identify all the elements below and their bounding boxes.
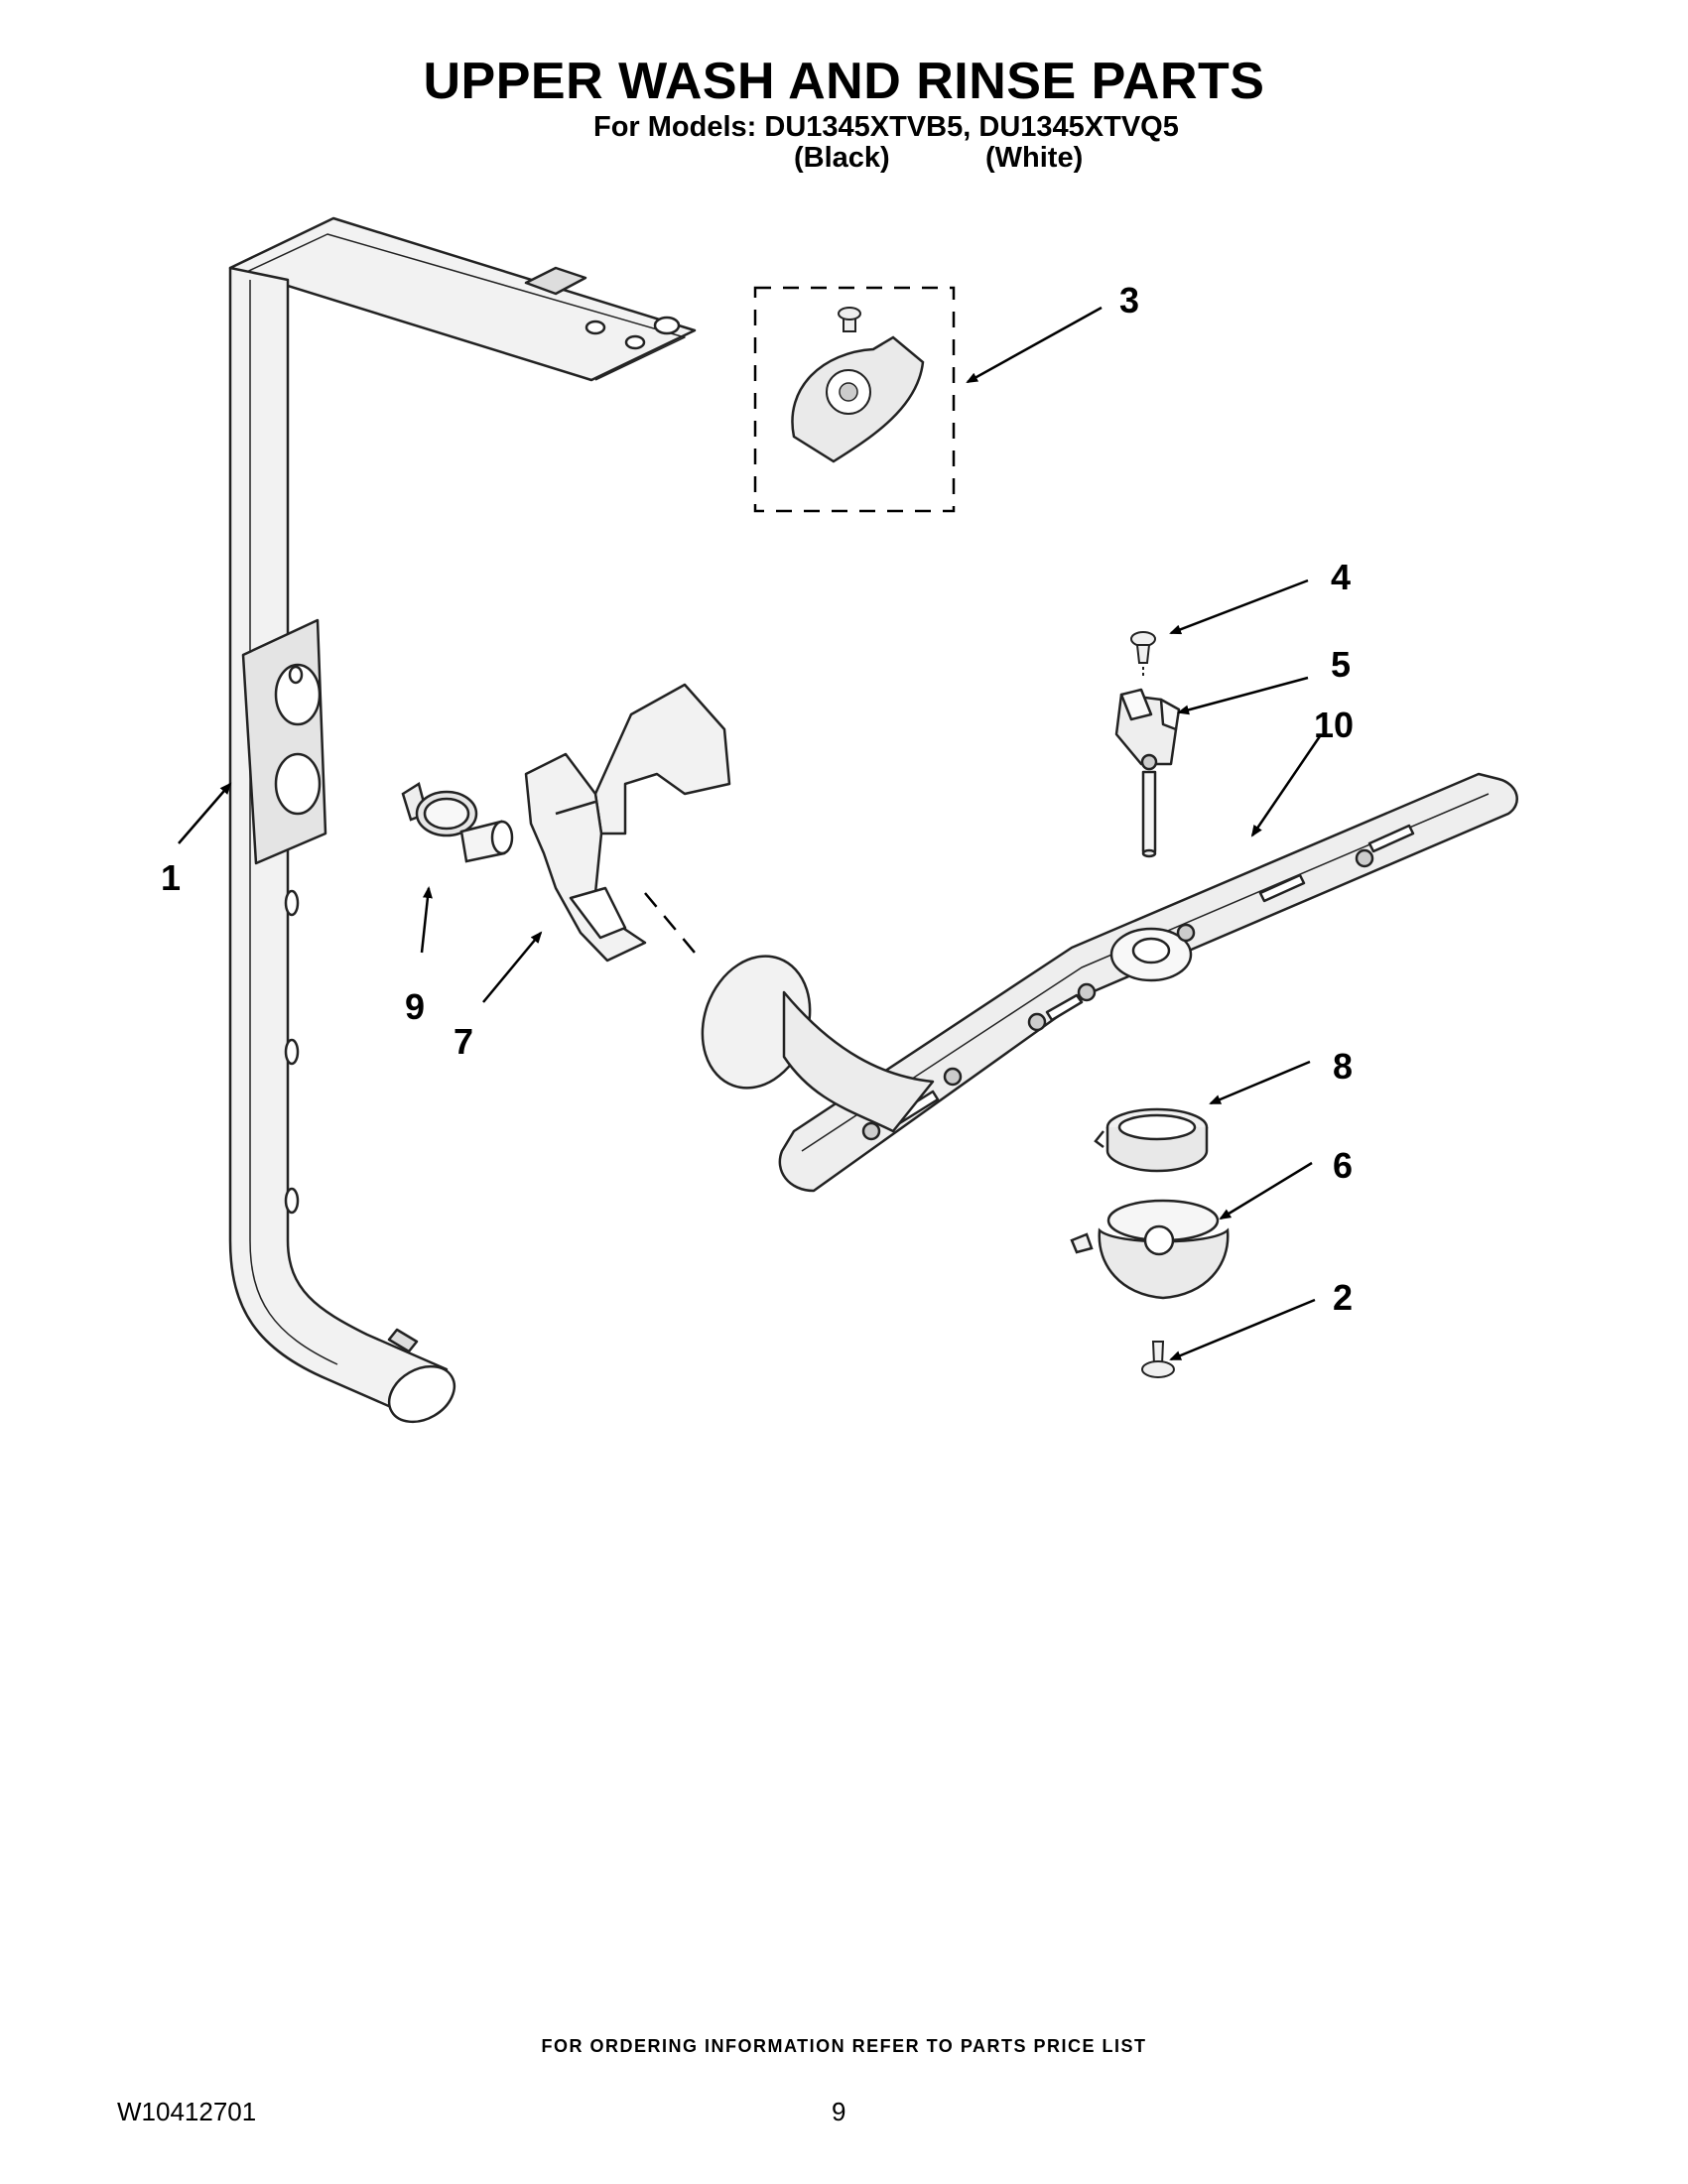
screw-part-bottom <box>1141 1341 1175 1378</box>
manifold-bracket-part <box>524 683 731 963</box>
spray-arm-manifold-part <box>1070 1199 1230 1300</box>
bearing-ring-part <box>1094 1107 1209 1173</box>
assembly-line <box>644 892 696 954</box>
callout-6: 6 <box>1333 1145 1353 1186</box>
callout-4: 4 <box>1331 557 1351 597</box>
arrow-10 <box>1250 735 1322 837</box>
arrow-1 <box>178 782 232 844</box>
ordering-note: FOR ORDERING INFORMATION REFER TO PARTS … <box>541 2036 1147 2056</box>
spray-arm-clip-part <box>1114 688 1181 858</box>
callout-3: 3 <box>1119 280 1139 321</box>
arrow-3 <box>966 306 1103 384</box>
arrow-8 <box>1209 1060 1311 1105</box>
callout-8: 8 <box>1333 1046 1353 1087</box>
arrow-4 <box>1169 578 1309 635</box>
arrow-9 <box>420 886 433 954</box>
callout-1: 1 <box>161 857 181 898</box>
document-number: W10412701 <box>117 2097 257 2126</box>
color-label-white: (White) <box>985 142 1084 174</box>
connector-valve-part <box>401 782 514 863</box>
page-title: UPPER WASH AND RINSE PARTS <box>423 53 1265 110</box>
callout-arrows <box>178 306 1322 1361</box>
screw-part-top <box>1130 631 1156 677</box>
models-line: For Models: DU1345XTVB5, DU1345XTVQ5 <box>593 111 1179 143</box>
wash-tube-part <box>701 955 935 1133</box>
arrow-7 <box>482 931 543 1003</box>
callout-2: 2 <box>1333 1277 1353 1318</box>
page-number: 9 <box>832 2097 846 2126</box>
arrow-5 <box>1177 676 1309 715</box>
callout-7: 7 <box>454 1021 473 1062</box>
arrow-2 <box>1169 1298 1316 1361</box>
spray-arm-bearing-kit-part <box>753 286 956 513</box>
callout-5: 5 <box>1331 644 1351 685</box>
upper-supply-tube-part <box>228 216 697 1424</box>
arrow-6 <box>1219 1161 1313 1220</box>
color-label-black: (Black) <box>794 142 890 174</box>
callout-10: 10 <box>1314 705 1354 745</box>
callout-9: 9 <box>405 986 425 1027</box>
